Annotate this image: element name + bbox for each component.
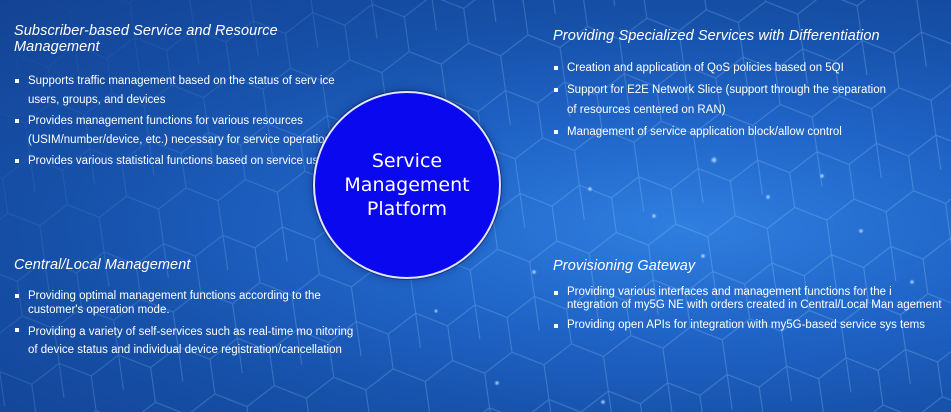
feature-item: Support for E2E Network Slice (support t… [553,80,893,120]
feature-list: Creation and application of QoS policies… [553,58,893,142]
bullet-icon [15,79,19,83]
platform-title: Service Management Platform [344,150,470,220]
feature-list: Supports traffic management based on the… [14,72,359,171]
bullet-icon [554,130,558,134]
bullet-icon [554,324,558,328]
section-title: Central/Local Management [14,257,191,273]
specialized-services-section: Providing Specialized Services with Diff… [553,28,893,144]
provisioning-gateway-section: Provisioning Gateway Providing various i… [553,258,945,339]
feature-list: Providing various interfaces and managem… [553,286,945,332]
bullet-icon [15,159,19,163]
bullet-icon [15,119,19,123]
glow-dots [433,156,915,405]
feature-item: Providing open APIs for integration with… [553,319,945,332]
bullet-icon [554,66,558,70]
feature-item: Providing a variety of self-services suc… [14,323,354,359]
section-title: Providing Specialized Services with Diff… [553,28,880,44]
bullet-icon [554,291,558,295]
feature-list: Providing optimal management functions a… [14,289,354,359]
section-title: Provisioning Gateway [553,258,696,274]
bullet-icon [554,88,558,92]
section-title: Subscriber-based Service and Resource Ma… [14,23,278,55]
bullet-icon [15,328,19,332]
feature-item: Provides various statistical functions b… [14,152,359,171]
feature-item: Providing various interfaces and managem… [553,286,945,312]
feature-item: Providing optimal management functions a… [14,289,354,317]
subscriber-management-section: Subscriber-based Service and Resource Ma… [14,23,359,173]
central-local-management-section: Central/Local Management Providing optim… [14,257,354,365]
feature-item: Creation and application of QoS policies… [553,58,893,78]
feature-item: Provides management functions for variou… [14,112,359,150]
feature-item: Supports traffic management based on the… [14,72,359,110]
feature-item: Management of service application block/… [553,122,893,142]
bullet-icon [15,294,19,298]
service-management-platform-circle: Service Management Platform [313,91,501,279]
